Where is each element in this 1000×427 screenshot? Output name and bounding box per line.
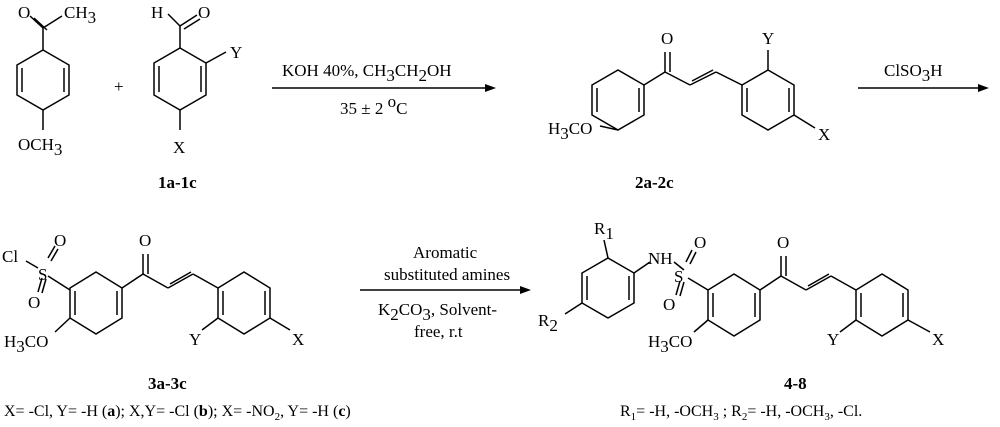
footnote-substituents-xy: X= -Cl, Y= -H (a); X,Y= -Cl (b); X= -NO2… [4,403,351,424]
sulfonyl-chloride-structure: Cl S O O O Y X H3CO 3a-3c [2,231,304,393]
step3-line-3: K2CO3, Solvent- [378,300,497,324]
sulfonamide-oxygen-2: O [663,295,675,314]
reaction-arrow-2: ClSO3H [858,61,989,92]
sulfonyl-sulfur: S [38,265,47,284]
sulfonamide-nh: NH [648,249,673,268]
sulfonamide-methoxy: H3CO [648,332,692,356]
plus-sign: + [114,77,124,96]
acetophenone-oxygen: O [18,3,30,22]
sulfonyl-chlorine: Cl [2,247,18,266]
sulfonamide-r2: R2 [538,311,558,335]
step3-line-4: free, r.t [414,322,463,341]
sulfonyl-methoxy: H3CO [4,332,48,356]
aldehyde-structure: H O Y X 1a-1c [151,3,242,192]
reaction-arrow-1: KOH 40%, CH3CH2OH 35 ± 2 oC [272,61,496,118]
sulfonyl-oxygen-2: O [28,293,40,312]
sulfonyl-x-substituent: X [292,330,304,349]
compound-label-4-8: 4-8 [784,374,807,393]
chalcone-oxygen: O [661,29,673,48]
aldehyde-oxygen: O [198,3,210,22]
sulfonamide-x-substituent: X [932,330,944,349]
acetophenone-methoxy: OCH3 [18,135,62,159]
sulfonamide-structure: R1 R2 NH S O O O Y X H3CO 4-8 [538,219,944,393]
step2-reagent: ClSO3H [884,61,943,85]
sulfonamide-sulfur: S [674,267,683,286]
footnote-substituents-r: R1= -H, -OCH3 ; R2= -H, -OCH3, -Cl. [620,403,863,424]
step3-line-2: substituted amines [384,265,510,284]
step3-line-1: Aromatic [413,243,478,262]
sulfonamide-y-substituent: Y [827,330,839,349]
acetophenone-methyl: CH3 [64,3,96,27]
sulfonamide-oxygen-1: O [694,233,706,252]
compound-label-3a-3c: 3a-3c [148,374,187,393]
chalcone-y-substituent: Y [762,29,774,48]
chalcone-structure: O Y X H3CO 2a-2c [548,29,830,192]
aldehyde-x-substituent: X [173,138,185,157]
aldehyde-y-substituent: Y [230,43,242,62]
chalcone-methoxy: H3CO [548,119,592,143]
sulfonamide-r1: R1 [594,219,614,243]
reaction-arrow-3: Aromatic substituted amines K2CO3, Solve… [360,243,531,341]
sulfonyl-y-substituent: Y [189,330,201,349]
step1-reagents: KOH 40%, CH3CH2OH [282,61,452,85]
acetophenone-structure: O CH3 OCH3 [16,3,96,159]
sulfonamide-carbonyl-oxygen: O [777,233,789,252]
sulfonyl-carbonyl-oxygen: O [139,231,151,250]
sulfonyl-oxygen-1: O [54,231,66,250]
aldehyde-hydrogen: H [151,3,163,22]
compound-label-1a-1c: 1a-1c [158,173,197,192]
chalcone-x-substituent: X [818,125,830,144]
step1-temperature: 35 ± 2 oC [340,92,407,118]
compound-label-2a-2c: 2a-2c [635,173,674,192]
